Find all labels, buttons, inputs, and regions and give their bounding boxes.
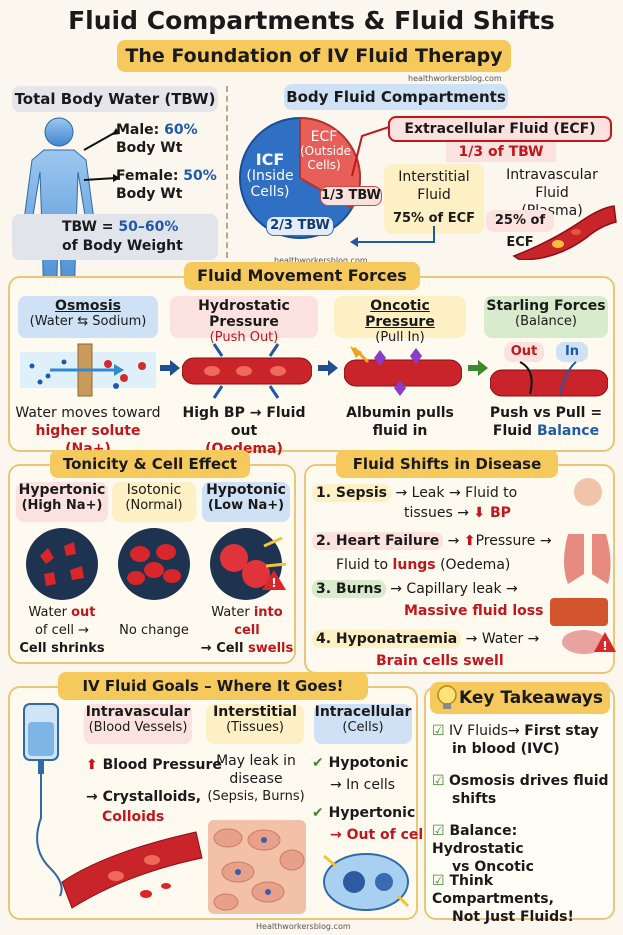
takeaway-1: ☑ IV Fluids→ First stay in blood (IVC) — [432, 723, 599, 757]
female-tbw: Female: 50%Body Wt — [116, 168, 217, 202]
force-hydrostatic-card: Hydrostatic Pressure (Push Out) — [170, 296, 318, 345]
tbw-heading: Total Body Water (TBW) — [12, 86, 218, 112]
iv-bag-icon — [23, 703, 63, 897]
svg-text:!: ! — [602, 639, 607, 652]
force-starling-card: Starling Forces (Balance) — [484, 296, 608, 338]
isotonic-cells-illustration — [118, 528, 190, 600]
watermark-top: healthworkersblog.com — [408, 74, 502, 83]
goals-heading: IV Fluid Goals – Where It Goes! — [58, 672, 368, 700]
watermark-mid: healthworkersblog.com — [274, 256, 368, 265]
pointer-arrows-icon — [83, 128, 120, 182]
arrow-right-icon — [318, 360, 338, 376]
cell-illustration — [323, 853, 410, 911]
section-divider — [226, 86, 228, 258]
ecf-box-share: 1/3 of TBW — [446, 142, 556, 162]
male-tbw: Male: 60%Body Wt — [116, 122, 198, 156]
disease-heart-failure: 2. Heart Failure → ⬆Pressure → — [312, 532, 552, 550]
interstitial-return-arrow — [350, 226, 435, 247]
oncotic-illustration — [344, 346, 462, 396]
goal-intracellular-out: → Out of cells — [330, 827, 437, 843]
hypotonic-cells-illustration: ! — [210, 528, 287, 600]
hypotonic-card: Hypotonic (Low Na+) — [202, 482, 290, 522]
disease-sepsis: 1. Sepsis → Leak → Fluid to — [312, 484, 517, 502]
goal-intravascular-line1: ⬆ Blood Pressure — [86, 757, 222, 773]
starling-out-label: Out — [504, 342, 544, 362]
takeaways-heading: Key Takeaways — [430, 682, 610, 714]
disease-hyponatraemia-line2: Brain cells swell — [376, 653, 504, 669]
goal-interstitial-text: May leak in disease (Sepsis, Burns) — [207, 753, 305, 804]
tbw-summary-box: TBW = 50–60% of Body Weight — [12, 214, 218, 260]
goal-intracellular-card: Intracellular (Cells) — [314, 704, 412, 744]
anatomy-illustration — [550, 478, 611, 654]
isotonic-caption: No change — [119, 623, 189, 638]
starling-caption: Push vs Pull = Fluid Balance — [489, 405, 603, 439]
blood-vessel-icon — [512, 205, 617, 260]
page-subtitle: The Foundation of IV Fluid Therapy — [117, 40, 511, 72]
oncotic-caption: Albumin pulls fluid in — [346, 405, 454, 439]
arrow-right-green-icon — [468, 360, 488, 376]
takeaway-3: ☑ Balance: Hydrostatic vs Oncotic — [432, 823, 534, 875]
takeaway-4: ☑ Think Compartments, Not Just Fluids! — [432, 873, 574, 925]
disease-sepsis-line2: tissues → ⬇ BP — [404, 505, 511, 521]
lightbulb-icon — [437, 685, 457, 709]
iv-vessel-illustration — [61, 831, 203, 909]
force-osmosis-card: Osmosis (Water ⇆ Sodium) — [18, 296, 158, 338]
goal-intravascular-card: Intravascular (Blood Vessels) — [84, 704, 192, 744]
starling-vessel-illustration — [490, 361, 608, 397]
disease-heart-failure-line2: Fluid to lungs (Oedema) — [336, 557, 511, 573]
hypertonic-card: Hypertonic (High Na+) — [16, 482, 108, 522]
page-title: Fluid Compartments & Fluid Shifts — [68, 6, 555, 35]
force-oncotic-card: Oncotic Pressure (Pull In) — [334, 296, 466, 345]
goal-intravascular-line2: → Crystalloids, — [86, 789, 202, 805]
hydrostatic-caption: High BP → Fluid out (Oedema) — [182, 405, 306, 457]
takeaway-2: ☑ Osmosis drives fluid shifts — [432, 773, 609, 807]
goal-interstitial-card: Interstitial (Tissues) — [206, 704, 304, 744]
disease-burns: 3. Burns → Capillary leak → — [312, 580, 518, 598]
disease-hyponatraemia: 4. Hyponatraemia → Water → — [312, 630, 539, 648]
icf-share-badge: 2/3 TBW — [266, 216, 334, 236]
goal-intravascular-line3: Colloids — [102, 809, 165, 825]
forces-heading: Fluid Movement Forces — [184, 262, 420, 290]
compartments-pie-chart — [239, 116, 362, 239]
hypertonic-caption: Water out of cell → Cell shrinks — [19, 605, 105, 656]
svg-text:!: ! — [271, 576, 276, 590]
tissue-illustration — [208, 820, 306, 914]
footer-watermark: Healthworkersblog.com — [256, 922, 351, 931]
intravascular-pct: 25% of ECF — [486, 210, 554, 250]
compartments-heading: Body Fluid Compartments — [284, 84, 508, 110]
hydrostatic-vessel-illustration — [182, 343, 312, 399]
icf-label: ICF (Inside Cells) — [246, 150, 294, 201]
disease-burns-line2: Massive fluid loss — [404, 603, 544, 619]
disease-heading: Fluid Shifts in Disease — [336, 450, 558, 478]
ecf-label: ECF (Outside Cells) — [300, 129, 352, 172]
interstitial-box: Interstitial Fluid 75% of ECF — [384, 164, 484, 234]
hypertonic-cells-illustration — [26, 528, 98, 600]
isotonic-card: Isotonic (Normal) — [112, 482, 196, 522]
hypotonic-caption: Water into cell → Cell swells — [200, 605, 294, 656]
tonicity-heading: Tonicity & Cell Effect — [50, 450, 250, 478]
ecf-box-title: Extracellular Fluid (ECF) — [388, 116, 612, 142]
goal-intracellular-hypertonic: ✔ Hypertonic — [312, 805, 416, 821]
osmosis-illustration — [20, 343, 156, 397]
goal-intracellular-hypotonic: ✔ Hypotonic — [312, 755, 409, 771]
goal-intracellular-in: → In cells — [330, 777, 396, 793]
warning-icon: ! — [594, 632, 616, 652]
arrow-right-icon — [160, 360, 180, 376]
ecf-share-badge: 1/3 TBW — [320, 186, 382, 206]
starling-in-label: In — [556, 342, 588, 362]
